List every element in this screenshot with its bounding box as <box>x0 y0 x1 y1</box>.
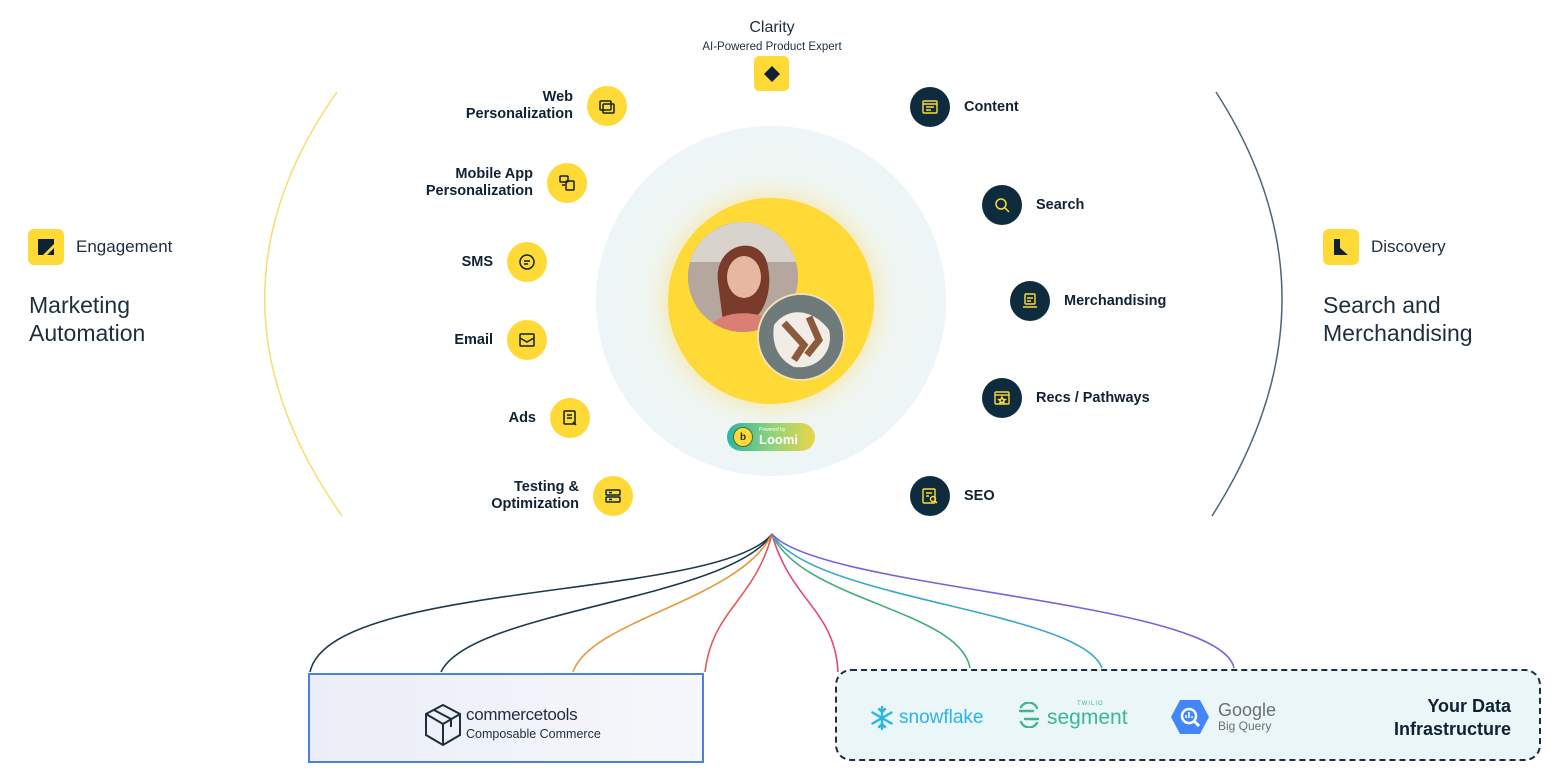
web-personalization-icon <box>587 86 627 126</box>
google-bigquery-logo: Google Big Query <box>1170 699 1276 735</box>
ads-icon <box>550 398 590 438</box>
discovery-arc <box>1211 91 1283 517</box>
feature-search[interactable]: Search <box>982 185 1084 225</box>
label-line: Mobile App <box>455 166 533 182</box>
connector-lines <box>309 533 1235 673</box>
title-line: Marketing <box>29 292 130 318</box>
connector-line <box>309 533 773 673</box>
connector-line <box>440 533 773 673</box>
diamond-icon <box>754 56 789 91</box>
powered-by-loomi-badge: b Powered by Loomi <box>727 423 815 451</box>
feature-label: SEO <box>964 487 995 504</box>
content-icon <box>910 87 950 127</box>
feature-label: SMS <box>461 253 493 270</box>
bigquery-text: Google Big Query <box>1218 701 1276 732</box>
marketing-automation-title: Marketing Automation <box>29 291 145 347</box>
commercetools-box: commercetools Composable Commerce <box>308 673 704 763</box>
connector-line <box>771 533 1103 669</box>
engagement-brand: Engagement <box>28 229 172 265</box>
recommendations-icon <box>982 378 1022 418</box>
feature-content[interactable]: Content <box>910 87 1019 127</box>
label-line: Infrastructure <box>1393 719 1511 739</box>
title-line: Search and <box>1323 292 1441 318</box>
connector-line <box>771 533 839 673</box>
seo-icon <box>910 476 950 516</box>
segment-icon <box>1018 701 1040 728</box>
snowflake-logo: snowflake <box>869 705 984 731</box>
title-line: Merchandising <box>1323 320 1473 346</box>
loomi-label: Loomi <box>759 432 798 447</box>
feature-web-personalization[interactable]: Web Personalization <box>466 86 627 126</box>
label-line: Web <box>542 89 573 105</box>
label-line: Testing & <box>514 479 579 495</box>
feature-label: Testing & Optimization <box>491 479 579 513</box>
engagement-logo-icon <box>28 229 64 265</box>
connector-line <box>704 533 773 673</box>
testing-icon <box>593 476 633 516</box>
search-merchandising-title: Search and Merchandising <box>1323 291 1473 347</box>
merchandising-icon <box>1010 281 1050 321</box>
snowflake-label: snowflake <box>899 707 984 728</box>
commercetools-subtitle: Composable Commerce <box>466 727 601 741</box>
email-icon <box>507 320 547 360</box>
clarity-subtitle: AI-Powered Product Expert <box>702 41 842 53</box>
feature-ads[interactable]: Ads <box>509 398 590 438</box>
label-line: Optimization <box>491 496 579 512</box>
feature-label: Ads <box>508 409 536 426</box>
chat-bubble-icon <box>507 242 547 282</box>
loomi-text: Powered by Loomi <box>759 427 798 447</box>
segment-logo: TWILIO segment <box>1017 701 1128 728</box>
feature-label: Mobile App Personalization <box>426 166 533 200</box>
connector-line <box>771 533 1235 669</box>
connector-line <box>572 533 773 673</box>
engagement-arc <box>264 91 343 517</box>
discovery-logo-icon <box>1323 229 1359 265</box>
feature-label: Content <box>964 98 1019 115</box>
discovery-label: Discovery <box>1371 237 1446 256</box>
bigquery-label: Big Query <box>1218 719 1272 734</box>
your-data-infrastructure-label: Your Data Infrastructure <box>1394 695 1511 741</box>
feature-testing-optimization[interactable]: Testing & Optimization <box>491 476 633 516</box>
feature-label: Recs / Pathways <box>1036 389 1150 406</box>
blanket-photo <box>757 293 845 381</box>
label-line: Personalization <box>425 183 533 199</box>
feature-merchandising[interactable]: Merchandising <box>1010 281 1166 321</box>
mobile-app-icon <box>547 163 587 203</box>
data-infrastructure-box: snowflake TWILIO segment Google Big Quer… <box>835 669 1541 761</box>
feature-label: Search <box>1036 196 1085 213</box>
feature-label: Web Personalization <box>466 89 573 123</box>
segment-text: TWILIO segment <box>1047 701 1128 728</box>
commercetools-name: commercetools <box>466 705 578 724</box>
discovery-brand: Discovery <box>1323 229 1446 265</box>
feature-email[interactable]: Email <box>454 320 547 360</box>
bigquery-icon <box>1171 700 1209 734</box>
twilio-label: TWILIO <box>1077 701 1104 707</box>
feature-sms[interactable]: SMS <box>462 242 547 282</box>
search-icon <box>982 185 1022 225</box>
label-line: Your Data <box>1427 696 1511 716</box>
segment-label: segment <box>1047 706 1128 729</box>
clarity-title: Clarity <box>749 19 795 36</box>
feature-recs-pathways[interactable]: Recs / Pathways <box>982 378 1150 418</box>
loomi-logo-icon: b <box>733 427 753 447</box>
commercetools-cube-icon <box>424 703 462 752</box>
feature-seo[interactable]: SEO <box>910 476 995 516</box>
label-line: Personalization <box>465 106 573 122</box>
engagement-label: Engagement <box>76 237 173 256</box>
feature-label: Email <box>454 331 493 348</box>
powered-by-label: Powered by <box>759 427 786 433</box>
feature-label: Merchandising <box>1064 292 1167 309</box>
snowflake-icon <box>871 705 893 731</box>
title-line: Automation <box>29 320 146 346</box>
connector-line <box>771 533 971 669</box>
google-label: Google <box>1218 700 1277 721</box>
feature-mobile-app-personalization[interactable]: Mobile App Personalization <box>426 163 587 203</box>
